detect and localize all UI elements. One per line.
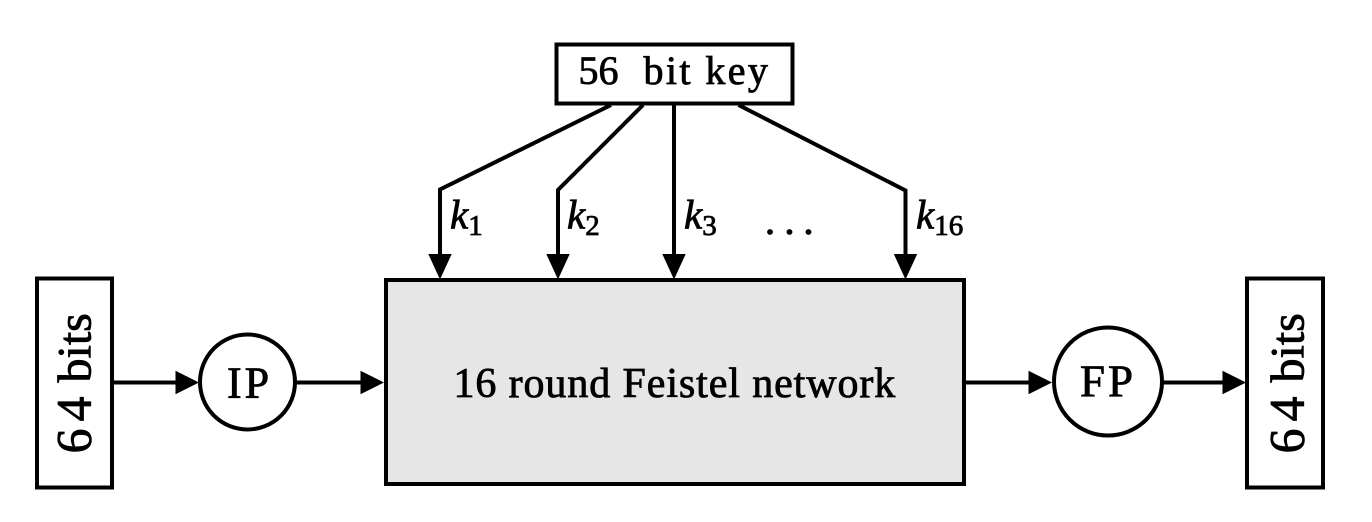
svg-text:IP: IP [227, 359, 272, 408]
svg-text:k16: k16 [916, 192, 963, 243]
svg-text:k2: k2 [567, 192, 600, 243]
svg-text:FP: FP [1080, 357, 1136, 407]
svg-text:k1: k1 [450, 192, 483, 243]
svg-text:k3: k3 [684, 192, 717, 243]
svg-text:64bits: 64bits [46, 313, 102, 453]
svg-text:16 round Feistel network: 16 round Feistel network [453, 361, 896, 407]
svg-text:64bits: 64bits [1259, 313, 1315, 453]
